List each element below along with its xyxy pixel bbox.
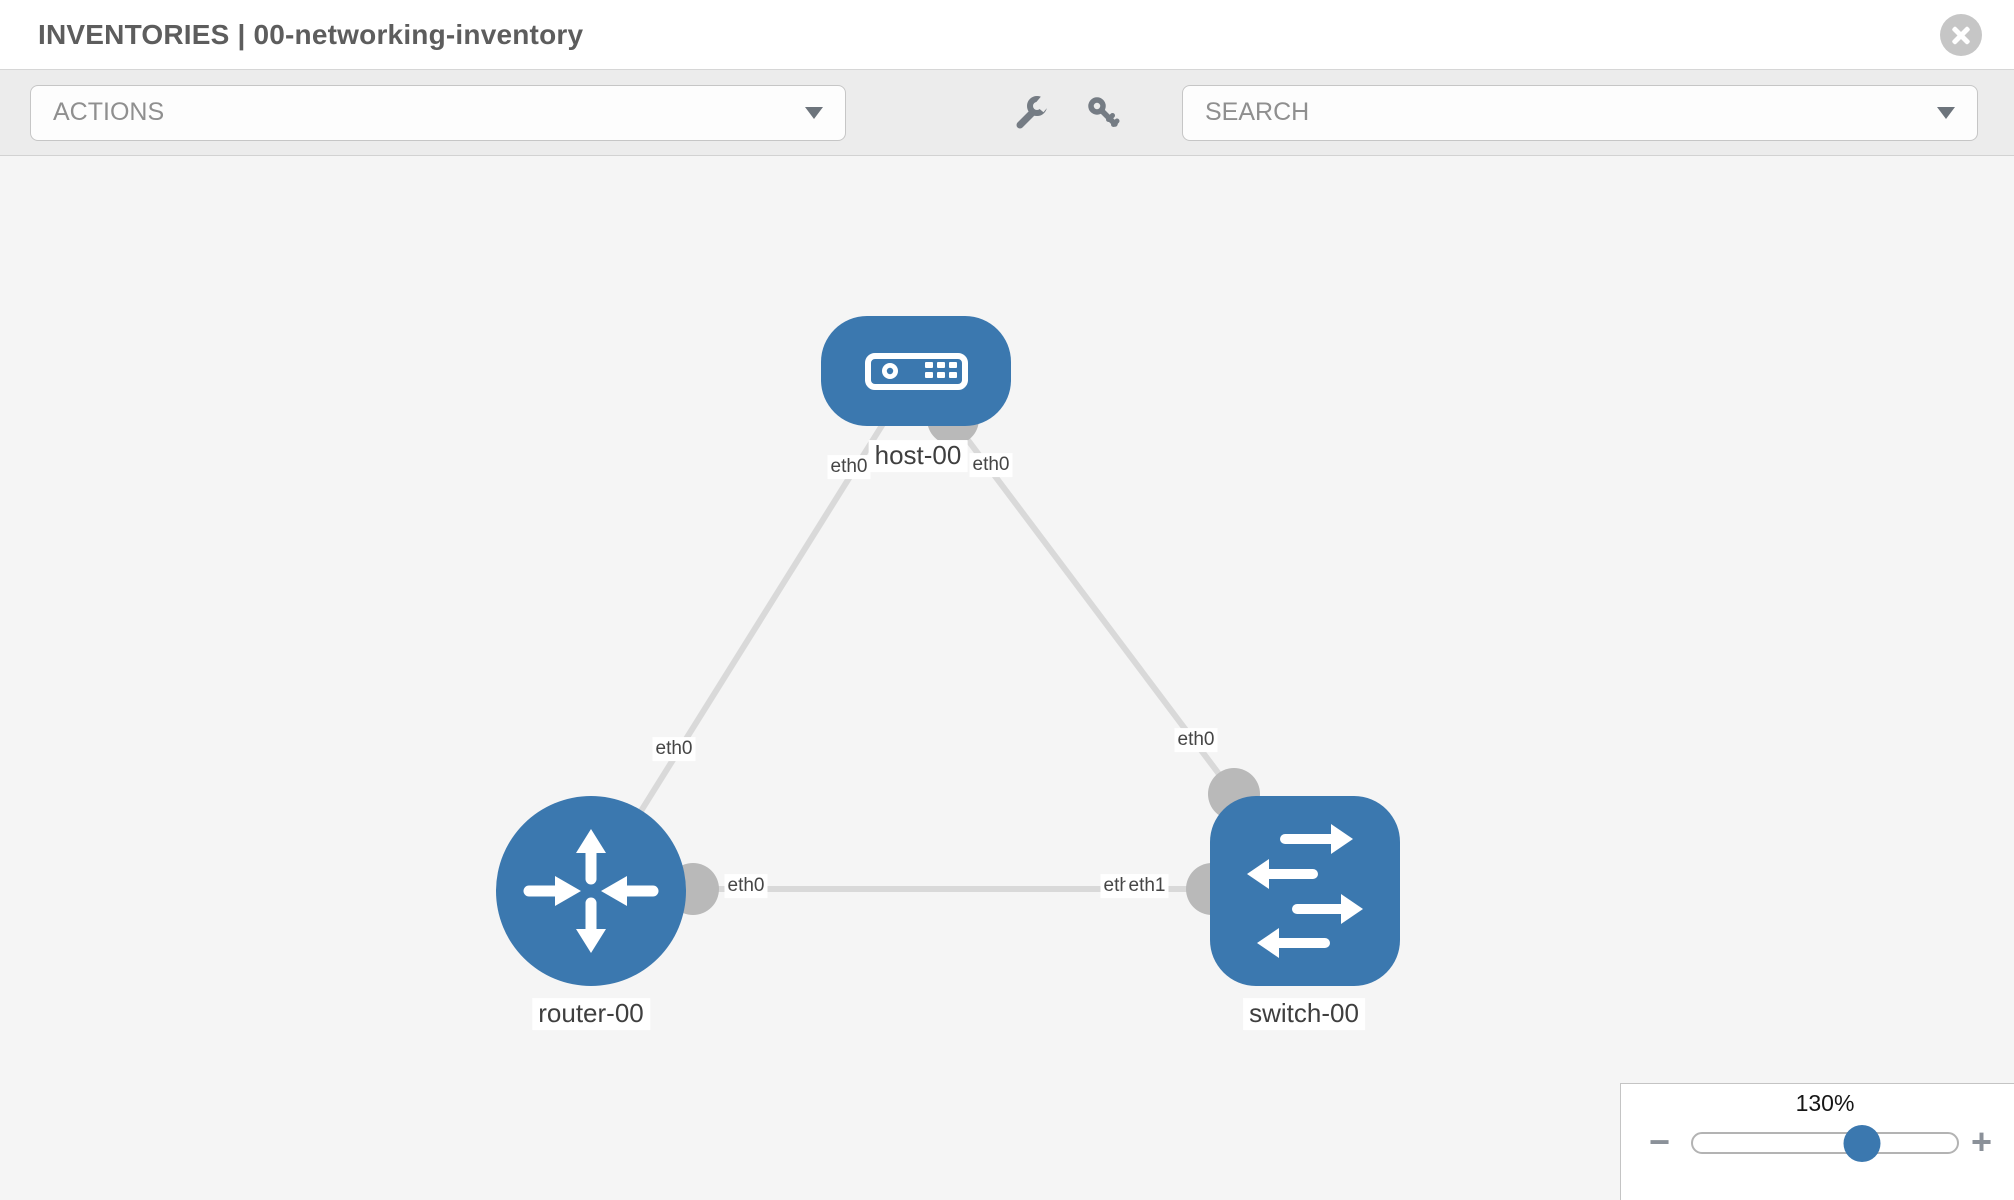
wrench-icon [1016, 95, 1047, 128]
wrench-button[interactable] [1012, 95, 1048, 131]
node-label: router-00 [532, 998, 650, 1030]
zoom-slider-knob[interactable] [1843, 1125, 1881, 1162]
node-host-00[interactable] [821, 316, 1011, 426]
interface-label: eth0 [969, 453, 1013, 477]
interface-label: eth0 [652, 737, 696, 761]
host-icon [865, 353, 968, 390]
key-button[interactable] [1086, 95, 1122, 131]
interface-label: eth1 [1125, 874, 1169, 898]
key-icon [1088, 96, 1120, 127]
page-title: INVENTORIES | 00-networking-inventory [38, 18, 584, 50]
toolbar-tools [1012, 95, 1122, 131]
switch-icon [1247, 824, 1363, 958]
router-icon [523, 829, 659, 953]
toolbar: ACTIONS [0, 70, 2014, 156]
zoom-level-readout: 130% [1795, 1090, 1855, 1116]
topology-canvas[interactable] [0, 156, 2014, 1200]
actions-dropdown-label: ACTIONS [53, 98, 165, 126]
node-label: host-00 [868, 440, 968, 472]
search-dropdown[interactable]: SEARCH [1182, 84, 1978, 141]
zoom-out-button[interactable]: − [1649, 1121, 1671, 1162]
interface-label: eth0 [1174, 728, 1218, 752]
node-router-00[interactable] [496, 796, 686, 986]
interface-label: eth0 [827, 455, 871, 479]
window-header: INVENTORIES | 00-networking-inventory [0, 0, 2014, 70]
interface-label: eth0 [724, 874, 768, 898]
actions-dropdown[interactable]: ACTIONS [30, 84, 846, 141]
chevron-down-icon [805, 106, 823, 119]
search-dropdown-label: SEARCH [1205, 98, 1310, 126]
close-button[interactable] [1940, 14, 1982, 56]
topology-link[interactable] [913, 369, 1237, 796]
node-switch-00[interactable] [1210, 796, 1400, 986]
zoom-slider[interactable] [1691, 1125, 1959, 1162]
zoom-panel: 130% − + [1620, 1083, 2014, 1200]
node-label: switch-00 [1243, 998, 1365, 1030]
zoom-in-button[interactable]: + [1971, 1121, 1993, 1162]
chevron-down-icon [1937, 106, 1955, 119]
